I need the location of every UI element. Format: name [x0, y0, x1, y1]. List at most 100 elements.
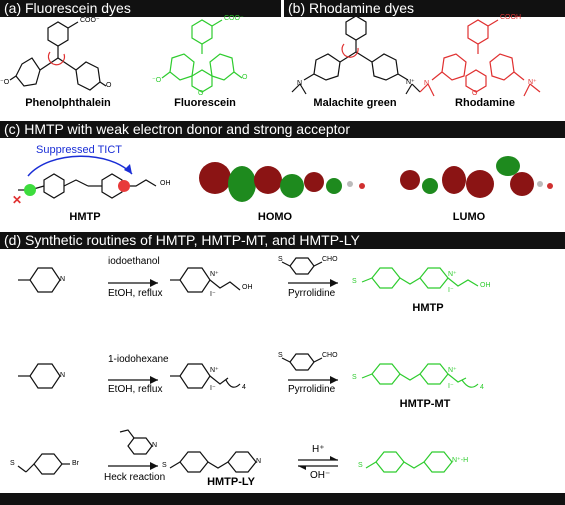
- r1-reagent: iodoethanol: [108, 256, 160, 267]
- atom-label: OH: [242, 284, 253, 291]
- lumo-orbital: [400, 156, 553, 198]
- homo-orbital: [199, 162, 365, 202]
- hmtp-structure: [18, 173, 157, 199]
- row1-intermediate: [170, 267, 241, 293]
- r1-step2: Pyrrolidine: [288, 288, 336, 299]
- atom-label: Br: [72, 460, 79, 467]
- atom-label: O: [106, 82, 112, 89]
- atom-label: CHO: [322, 256, 338, 263]
- rhodamine-structure: [419, 19, 541, 97]
- row3-vinylpyridine: [119, 429, 153, 455]
- panel-d-title: (d) Synthetic routines of HMTP, HMTP-MT,…: [0, 232, 565, 249]
- row1-reactant: [18, 267, 61, 293]
- equilibrium-acid: H⁺: [312, 444, 325, 455]
- acceptor-highlight-icon: [118, 180, 130, 192]
- atom-label: 4: [480, 384, 484, 391]
- atom-label: O: [242, 74, 248, 81]
- row3-product-hmtp-ly: [169, 451, 257, 473]
- malachite-green-structure: [291, 15, 421, 95]
- atom-label: 4: [242, 384, 246, 391]
- homo-label: HOMO: [257, 211, 293, 223]
- row3-reactant: [17, 453, 70, 475]
- atom-label: I⁻: [210, 385, 216, 392]
- blocked-rotation-icon: ✕: [12, 193, 22, 207]
- atom-label: COOH: [500, 14, 521, 21]
- malachite-green-label: Malachite green: [313, 97, 397, 109]
- atom-label: I⁻: [448, 287, 454, 294]
- r1-product-label: HMTP: [412, 302, 444, 314]
- row2-aldehyde: [281, 353, 323, 371]
- tict-arrow-icon: [27, 155, 133, 177]
- r2-product-label: HMTP-MT: [399, 398, 451, 410]
- r2-step2: Pyrrolidine: [288, 384, 336, 395]
- panel-c-title: (c) HMTP with weak electron donor and st…: [0, 121, 565, 138]
- panel-b-title: (b) Rhodamine dyes: [284, 0, 565, 17]
- hmtp-label: HMTP: [69, 211, 101, 223]
- atom-label: S: [352, 374, 357, 381]
- atom-label: CHO: [322, 352, 338, 359]
- rhodamine-label: Rhodamine: [455, 97, 515, 109]
- atom-label: S: [352, 278, 357, 285]
- r3-conditions: Heck reaction: [104, 472, 166, 483]
- atom-label: O: [472, 90, 478, 97]
- atom-label: N: [60, 276, 66, 283]
- lumo-label: LUMO: [452, 211, 486, 223]
- arrow-head-icon: [330, 456, 338, 460]
- rotation-arrow-icon: [341, 43, 359, 58]
- arrow-head-icon: [124, 164, 132, 174]
- r2-conditions: EtOH, reflux: [108, 384, 163, 395]
- atom-label: I⁻: [210, 291, 216, 298]
- atom-label: S: [278, 352, 283, 359]
- arrow-head-icon: [150, 376, 158, 384]
- atom-label: N: [424, 80, 430, 87]
- atom-label: S: [278, 256, 283, 263]
- atom-label: S: [358, 462, 363, 469]
- atom-label: I⁻: [448, 383, 454, 390]
- row3-protonated-product: [365, 451, 453, 473]
- atom-label: N: [152, 442, 158, 449]
- donor-highlight-icon: [24, 184, 36, 196]
- r1-conditions: EtOH, reflux: [108, 288, 163, 299]
- atom-label: N⁺: [528, 79, 537, 86]
- atom-label: S: [162, 462, 167, 469]
- atom-label: N: [60, 372, 66, 379]
- atom-label: ⁻O: [152, 77, 162, 84]
- bottom-rule: [0, 493, 565, 505]
- atom-label: S: [10, 460, 15, 467]
- atom-label: N⁺: [448, 367, 457, 374]
- r2-reagent: 1-iodohexane: [108, 354, 169, 365]
- atom-label: O: [198, 90, 204, 97]
- panel-a-title: (a) Fluorescein dyes: [0, 0, 281, 17]
- arrow-head-icon: [330, 279, 338, 287]
- atom-label: OH: [160, 180, 171, 187]
- tict-label: Suppressed TICT: [36, 144, 123, 156]
- atom-label: N⁺: [448, 271, 457, 278]
- row2-product-hmtp-mt: [361, 363, 479, 388]
- r3-product-label: HMTP-LY: [207, 476, 255, 488]
- arrow-head-icon: [298, 466, 306, 470]
- atom-label: N: [256, 458, 262, 465]
- atom-label: N⁺: [210, 367, 219, 374]
- rotation-arrow-icon: [47, 51, 66, 66]
- fluorescein-structure: [161, 19, 243, 93]
- atom-label: COO⁻: [224, 15, 244, 22]
- atom-label: OH: [480, 282, 491, 289]
- row1-aldehyde: [281, 257, 323, 275]
- atom-label: N⁺-H: [452, 457, 469, 464]
- row2-intermediate: [170, 363, 241, 389]
- arrow-head-icon: [150, 462, 158, 470]
- atom-label: COO⁻: [80, 17, 100, 24]
- equilibrium-base: OH⁻: [310, 470, 331, 481]
- fluorescein-label: Fluorescein: [174, 97, 236, 109]
- row2-reactant: [18, 363, 61, 389]
- row1-product-hmtp: [361, 267, 479, 289]
- atom-label: N⁺: [210, 271, 219, 278]
- atom-label: ⁻O: [0, 79, 10, 86]
- phenolphthalein-label: Phenolphthalein: [25, 97, 111, 109]
- atom-label: N: [297, 80, 303, 87]
- arrow-head-icon: [330, 376, 338, 384]
- phenolphthalein-structure: [9, 21, 107, 91]
- arrow-head-icon: [150, 279, 158, 287]
- atom-label: N⁺: [406, 79, 415, 86]
